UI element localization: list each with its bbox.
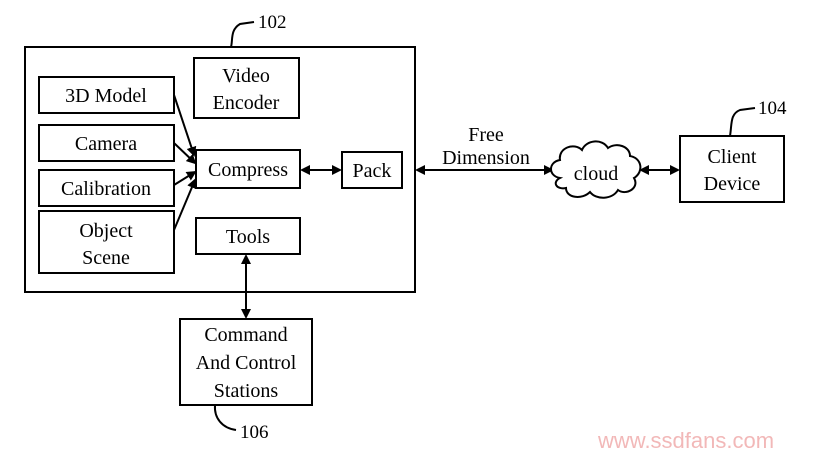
video-encoder-label-line2: Encoder [213,92,280,114]
pack-label: Pack [353,160,392,182]
compress-label: Compress [208,159,288,181]
3d-model-box [38,76,175,114]
arrow-3d-model-to-compress [173,94,197,157]
command-control-box [179,318,313,406]
command-label-line3: Stations [214,380,279,402]
command-label-line2: And Control [196,352,297,374]
ref-106-leader [213,404,237,431]
arrow-object-scene-to-compress [173,178,197,231]
free-dimension-label-line1: Free [468,124,504,146]
camera-label: Camera [75,133,137,155]
free-dimension-label-line2: Dimension [442,147,530,169]
ref-104-label: 104 [758,98,787,119]
ref-102-leader [230,21,255,48]
calibration-box [38,169,175,207]
3d-model-label: 3D Model [65,85,147,107]
object-scene-box [38,210,175,274]
client-device-box [679,135,785,203]
ref-106-label: 106 [240,422,269,443]
compress-box [195,149,301,189]
video-encoder-box [193,57,300,119]
object-scene-label-line2: Scene [82,247,130,269]
client-device-label-line1: Client [708,146,757,168]
watermark: www.ssdfans.com [597,428,774,453]
arrow-camera-to-compress [173,142,197,165]
tools-label: Tools [226,226,270,248]
ref-104-leader [729,107,756,137]
video-encoder-label-line1: Video [222,65,270,87]
camera-box [38,124,175,162]
pack-box [341,151,403,189]
object-scene-label-line1: Object [79,220,133,242]
calibration-label: Calibration [61,178,151,200]
client-device-label-line2: Device [704,173,761,195]
cloud-label: cloud [574,163,618,185]
ref-102-label: 102 [258,12,287,33]
arrow-calibration-to-compress [173,170,197,186]
command-label-line1: Command [204,324,287,346]
